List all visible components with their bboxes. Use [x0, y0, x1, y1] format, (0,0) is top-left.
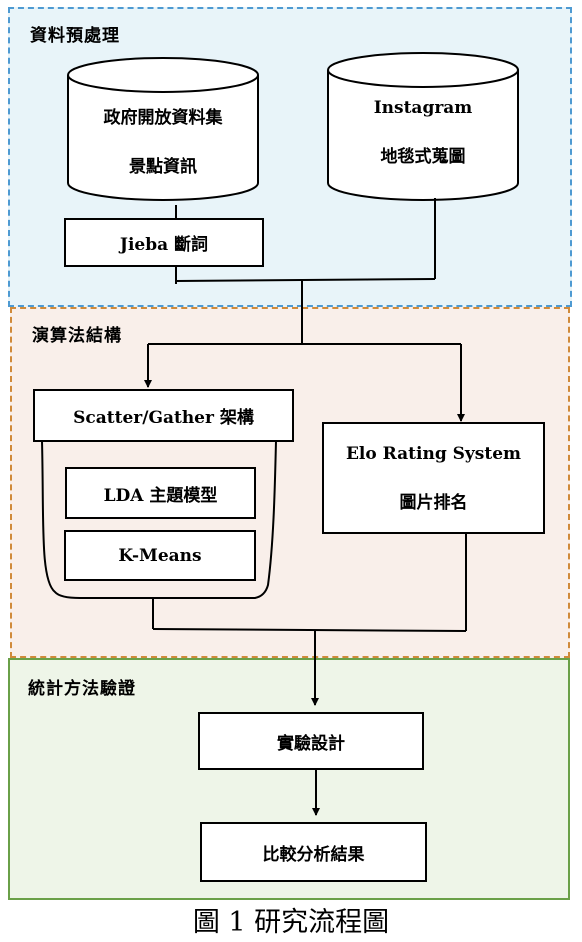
connector-lines: [144, 198, 467, 816]
instagram-database-line1: Instagram: [373, 98, 473, 118]
scatter-gather-node: Scatter/Gather 架構: [33, 389, 294, 442]
jieba-node: Jieba 斷詞: [64, 218, 264, 267]
scatter-gather-label: Scatter/Gather 架構: [73, 408, 254, 428]
experiment-label: 實驗設計: [277, 733, 345, 754]
kmeans-label: K-Means: [118, 545, 202, 566]
elo-line2: 圖片排名: [399, 492, 468, 513]
scatter-gather-bucket: [41, 440, 277, 599]
validation-zone-title: 統計方法驗證: [28, 679, 136, 699]
compare-label: 比較分析結果: [262, 844, 365, 865]
elo-line1: Elo Rating System: [345, 443, 522, 464]
figure-caption: 圖 1 研究流程圖: [192, 907, 390, 938]
jieba-label: Jieba 斷詞: [119, 235, 209, 255]
lda-node: LDA 主題模型: [65, 467, 256, 519]
gov-database-label: 政府開放資料集 景點資訊: [68, 103, 258, 177]
instagram-database-line2: 地毯式蒐圖: [380, 147, 466, 167]
gov-database-line1: 政府開放資料集: [103, 108, 223, 128]
kmeans-node: K-Means: [64, 530, 256, 581]
instagram-database-cylinder: [327, 52, 519, 201]
instagram-database-label: Instagram 地毯式蒐圖: [328, 98, 518, 167]
experiment-node: 實驗設計: [198, 712, 424, 770]
preprocess-zone-title: 資料預處理: [30, 26, 120, 46]
gov-database-cylinder: [67, 57, 259, 201]
elo-node: Elo Rating System 圖片排名: [322, 422, 545, 534]
compare-node: 比較分析結果: [200, 822, 427, 882]
lda-label: LDA 主題模型: [103, 485, 218, 506]
gov-database-line2: 景點資訊: [129, 157, 197, 177]
algorithm-zone-title: 演算法結構: [32, 326, 122, 346]
